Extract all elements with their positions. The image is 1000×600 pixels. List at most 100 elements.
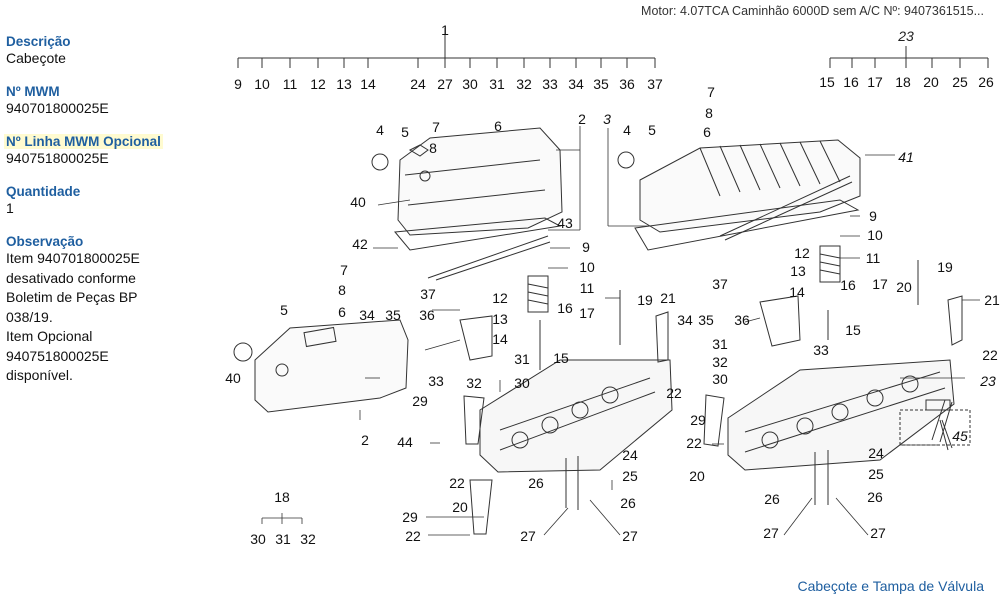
- diagram-caption: Cabeçote e Tampa de Válvula: [797, 578, 984, 594]
- callout-42: 44: [397, 434, 413, 450]
- callout-39: 41: [898, 149, 914, 165]
- details-panel: Descrição Cabeçote Nº MWM 940701800025E …: [4, 34, 206, 402]
- callout-25: 25: [868, 466, 884, 482]
- callout-32: 32: [712, 354, 728, 370]
- callout-9: 9: [869, 208, 877, 224]
- injector: [931, 399, 953, 443]
- cylinder-head-left: [469, 359, 673, 535]
- ref-label: 17: [867, 74, 883, 90]
- linha-opcional-label: Nº Linha MWM Opcional: [4, 134, 163, 149]
- gasket-strip: [719, 175, 853, 241]
- callout-13: 13: [790, 263, 806, 279]
- callout-7: 7: [432, 119, 440, 135]
- callout-34: 34: [677, 312, 693, 328]
- rocker-cover-left: [233, 319, 409, 413]
- callout-27: 27: [520, 528, 536, 544]
- callout-4: 4: [623, 122, 631, 138]
- ref-label: 35: [593, 76, 609, 92]
- callout-4: 4: [376, 122, 384, 138]
- observacao-value: Item 940701800025E desativado conforme B…: [6, 250, 140, 383]
- callout-32: 32: [466, 375, 482, 391]
- callout-6: 6: [494, 118, 502, 134]
- callout-6: 6: [338, 304, 346, 320]
- callout-13: 13: [492, 311, 508, 327]
- callout-20: 20: [896, 279, 912, 295]
- mwm-label: Nº MWM: [6, 84, 60, 99]
- callout-11: 11: [580, 280, 595, 296]
- motor-info: Motor: 4.07TCA Caminhão 6000D sem A/C Nº…: [641, 4, 984, 18]
- ref-label: 9: [234, 76, 242, 92]
- ref-label: 34: [568, 76, 584, 92]
- group-23-label: 23: [897, 28, 914, 44]
- callout-19: 19: [637, 292, 653, 308]
- callout-9: 9: [582, 239, 590, 255]
- quantidade-value: 1: [6, 200, 14, 216]
- ref-label: 14: [360, 76, 376, 92]
- callout-8: 8: [338, 282, 346, 298]
- callout-6: 6: [703, 124, 711, 140]
- callout-40: 42: [352, 236, 368, 252]
- ref-label: 24: [410, 76, 426, 92]
- ref-label: 10: [254, 76, 270, 92]
- ref-label: 30: [250, 531, 266, 547]
- ref-label: 30: [462, 76, 478, 92]
- callout-17: 17: [579, 305, 595, 321]
- callout-12: 12: [794, 245, 810, 261]
- callout-29: 29: [690, 412, 706, 428]
- observacao-label: Observação: [6, 234, 84, 249]
- callout-24: 24: [868, 445, 884, 461]
- mwm-value: 940701800025E: [6, 100, 109, 116]
- callout-2: 2: [361, 432, 369, 448]
- callout-16: 16: [840, 277, 856, 293]
- ref-label: 20: [923, 74, 939, 90]
- leader-lines: [261, 126, 980, 536]
- callout-12: 12: [492, 290, 508, 306]
- descricao-label: Descrição: [6, 34, 71, 49]
- callout-26: 26: [764, 491, 780, 507]
- bracket-21: [947, 295, 963, 346]
- ref-label: 15: [819, 74, 835, 90]
- callout-11: 11: [866, 250, 881, 266]
- callout-31: 31: [712, 336, 728, 352]
- callout-38: 40: [225, 370, 241, 386]
- callout-31: 31: [514, 351, 530, 367]
- callout-1: 1: [441, 22, 449, 38]
- ref-label: 25: [952, 74, 968, 90]
- callout-25: 25: [622, 468, 638, 484]
- callout-21: 21: [660, 290, 676, 306]
- callout-23: 23: [979, 373, 996, 389]
- callout-27: 27: [870, 525, 886, 541]
- callout-21: 21: [984, 292, 1000, 308]
- callout-35: 35: [385, 307, 401, 323]
- ref-label: 36: [619, 76, 635, 92]
- rocker-bracket-right: [759, 295, 801, 347]
- valve-cover-right: [617, 139, 861, 251]
- callout-20: 20: [452, 499, 468, 515]
- callout-10: 10: [867, 227, 883, 243]
- callout-27: 27: [763, 525, 779, 541]
- callout-29: 29: [412, 393, 428, 409]
- callout-36: 36: [734, 312, 750, 328]
- callout-33: 33: [428, 373, 444, 389]
- top-left-ref-bracket: [237, 28, 656, 68]
- ref-label: 33: [542, 76, 558, 92]
- bracket-29: [463, 395, 485, 445]
- callout-10: 10: [579, 259, 595, 275]
- callout-17: 17: [872, 276, 888, 292]
- callout-8: 8: [429, 140, 437, 156]
- bracket-21: [655, 311, 669, 363]
- valve-cover-left: [371, 127, 563, 251]
- callout-19: 19: [937, 259, 953, 275]
- callout-16: 16: [557, 300, 573, 316]
- callout-22: 22: [686, 435, 702, 451]
- callout-22: 22: [666, 385, 682, 401]
- callout-37: 37: [420, 286, 436, 302]
- callout-38: 40: [350, 194, 366, 210]
- ref-label: 12: [310, 76, 326, 92]
- callout-8: 8: [705, 105, 713, 121]
- callout-5: 5: [648, 122, 656, 138]
- ref-label: 18: [895, 74, 911, 90]
- callout-36: 36: [419, 307, 435, 323]
- bracket-29: [703, 394, 725, 447]
